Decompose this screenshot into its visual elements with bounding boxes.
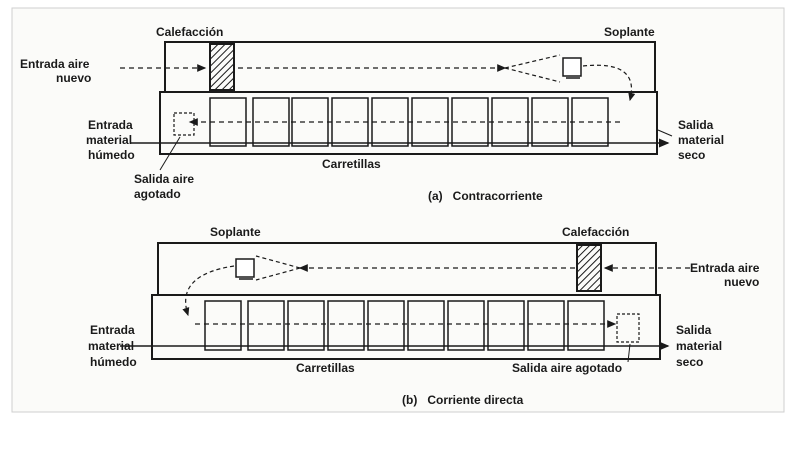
blower-b-icon (235, 258, 255, 280)
blower-a-icon (562, 57, 582, 79)
label-a-heating: Calefacción (156, 25, 223, 39)
tunnel-b-lower (151, 294, 661, 360)
label-a-wet-in-1: Entrada (88, 118, 133, 132)
label-a-wet-in-3: húmedo (88, 148, 135, 162)
trolleys-b (204, 300, 605, 351)
label-a-dry-out-1: Salida (678, 118, 714, 132)
label-a-blower: Soplante (604, 25, 655, 39)
label-b-dry-out-1: Salida (676, 323, 712, 337)
label-b-exhaust: Salida aire agotado (512, 361, 622, 375)
label-b-blower: Soplante (210, 225, 261, 239)
label-a-wet-in-2: material (86, 133, 132, 147)
caption-b: (b) Corriente directa (402, 393, 524, 407)
label-b-dry-out-3: seco (676, 355, 703, 369)
label-b-wet-in-2: material (88, 339, 134, 353)
exhaust-box-a (173, 112, 195, 136)
diagram-b (120, 242, 690, 363)
heater-b (576, 244, 602, 292)
label-a-exhaust-2: agotado (134, 187, 181, 201)
label-a-trolleys: Carretillas (322, 157, 381, 171)
label-b-air-in-2: nuevo (724, 275, 759, 289)
label-b-heating: Calefacción (562, 225, 629, 239)
exhaust-box-b (616, 313, 640, 343)
label-b-wet-in-3: húmedo (90, 355, 137, 369)
label-a-exhaust-1: Salida aire (134, 172, 194, 186)
diagram-a (120, 41, 673, 171)
heater-a (209, 43, 235, 91)
label-b-air-in-1: Entrada aire (690, 261, 760, 275)
tunnel-a-lower (159, 91, 658, 155)
labels-a: Calefacción Soplante Entrada aire nuevo … (20, 25, 724, 203)
label-a-dry-out-2: material (678, 133, 724, 147)
labels-b: Soplante Calefacción Entrada aire nuevo … (88, 225, 760, 407)
caption-a: (a) Contracorriente (428, 189, 543, 203)
label-a-air-in-1: Entrada aire (20, 57, 90, 71)
label-b-dry-out-2: material (676, 339, 722, 353)
label-a-dry-out-3: seco (678, 148, 705, 162)
label-b-wet-in-1: Entrada (90, 323, 135, 337)
label-a-air-in-2: nuevo (56, 71, 91, 85)
label-b-trolleys: Carretillas (296, 361, 355, 375)
